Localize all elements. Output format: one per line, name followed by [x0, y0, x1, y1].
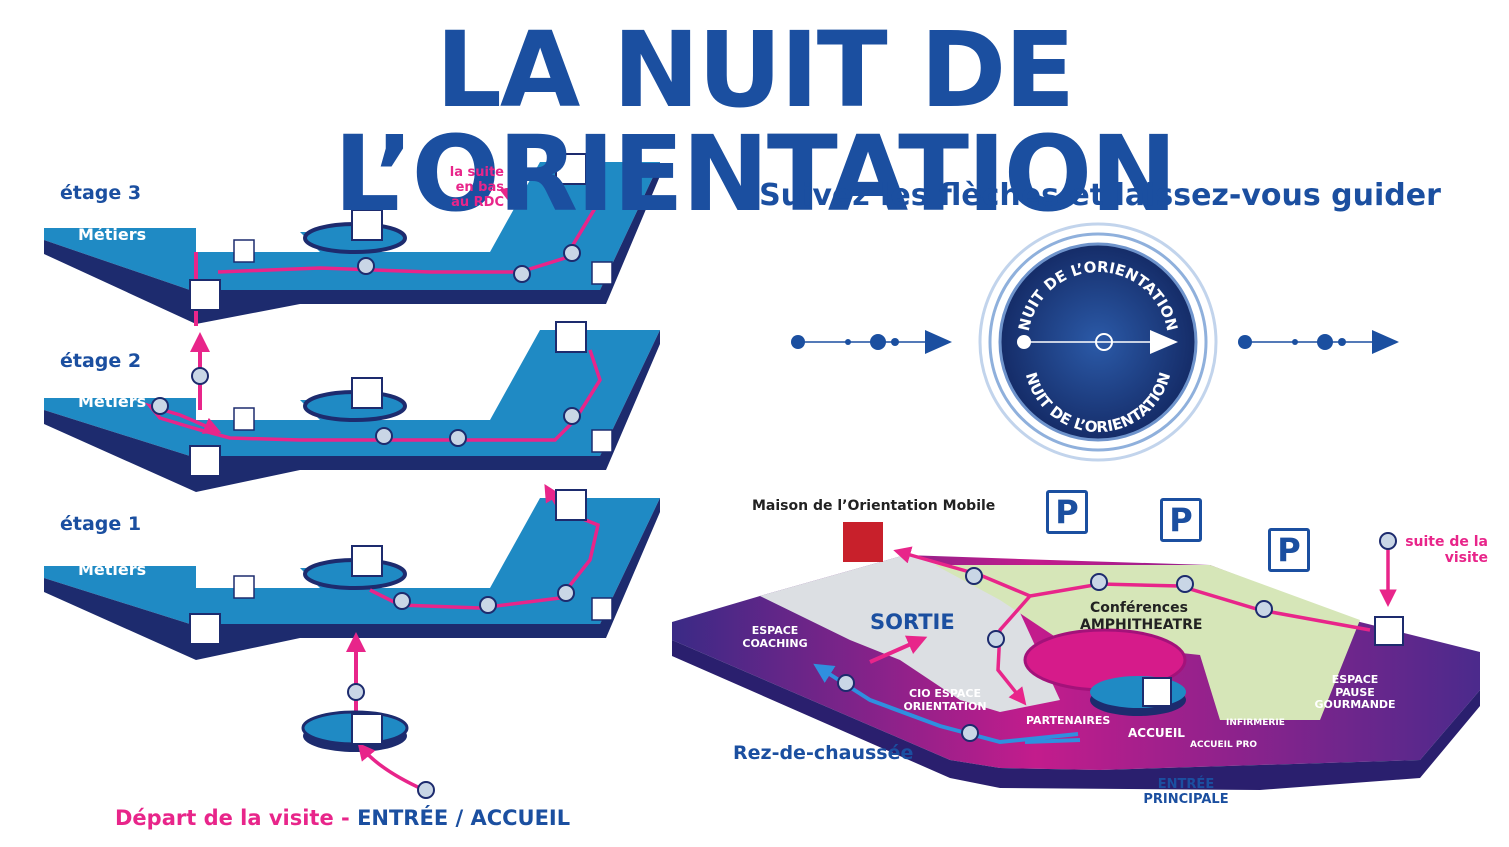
break-area-label: ESPACE PAUSE GOURMANDE	[1314, 673, 1396, 712]
main-entrance-label: ENTRÉE PRINCIPALE	[1143, 777, 1229, 807]
floor-1-zone: Métiers	[78, 560, 147, 579]
ground-floor-plan	[672, 555, 1480, 790]
conferences-label: Conférences	[1090, 600, 1188, 616]
guide-subtitle: Suivez les flèches et laissez-vous guide…	[759, 178, 1441, 213]
toilet-icons	[233, 239, 613, 621]
guide-arrow-right	[1238, 330, 1399, 354]
coaching-label: ESPACE COACHING	[742, 624, 808, 650]
mobile-house-label: Maison de l’Orientation Mobile	[752, 498, 996, 514]
reception-pro-label: ACCUEIL PRO	[1190, 740, 1258, 750]
ground-markers	[837, 532, 1404, 742]
parking-sign-3: P	[1268, 528, 1310, 572]
parking-sign-2: P	[1160, 498, 1202, 542]
stairs-icons	[189, 153, 587, 745]
start-separator: -	[333, 806, 358, 830]
floor-1-label: étage 1	[60, 513, 142, 535]
floor-3-zone: Métiers	[78, 225, 147, 244]
cio-label: CIO ESPACE ORIENTATION	[903, 687, 987, 713]
reception-label: ACCUEIL	[1128, 726, 1185, 740]
infirmary-label: INFIRMERIE	[1226, 718, 1285, 728]
parking-sign-1: P	[1046, 490, 1088, 534]
ground-floor-label: Rez-de-chaussée	[733, 742, 914, 764]
continue-below-note: la suite en bas au RDC	[449, 165, 504, 210]
compass-markers	[151, 244, 581, 799]
exit-label: SORTIE	[870, 610, 955, 634]
start-label: Départ de la visite	[115, 806, 334, 830]
guide-arrow-left	[791, 330, 952, 354]
partners-label: PARTENAIRES	[1026, 714, 1111, 727]
floor-2-label: étage 2	[60, 350, 142, 372]
occitanie-logo	[843, 522, 883, 562]
entrance-label: ENTRÉE / ACCUEIL	[357, 806, 571, 830]
page-title: LA NUIT DE L’ORIENTATION	[333, 9, 1178, 235]
start-caption: Départ de la visite - ENTRÉE / ACCUEIL	[115, 806, 570, 830]
floor-3-label: étage 3	[60, 182, 142, 204]
floor-2-zone: Métiers	[78, 392, 147, 411]
continue-visit-note: suite de la visite	[1405, 534, 1488, 567]
orientation-badge: NUIT DE L’ORIENTATION NUIT DE L’ORIENTAT…	[978, 222, 1218, 462]
amphi-label: AMPHITHEATRE	[1080, 617, 1203, 633]
